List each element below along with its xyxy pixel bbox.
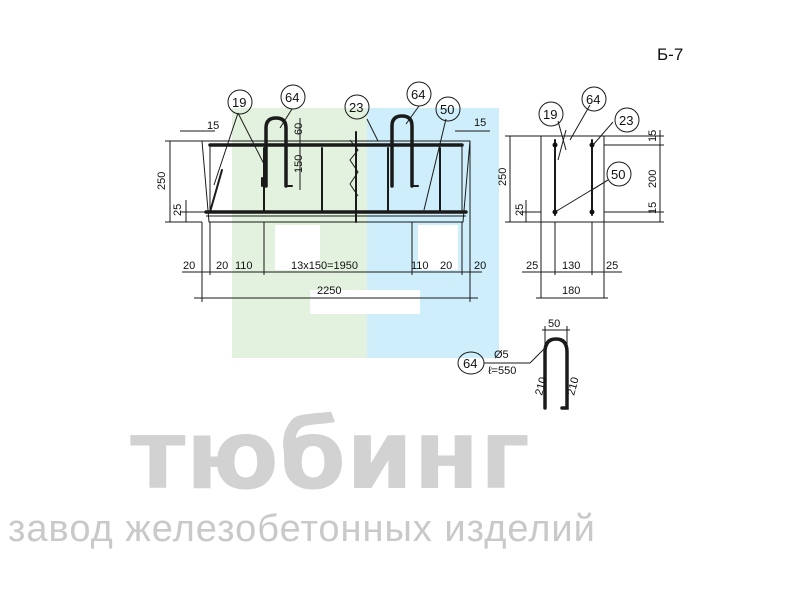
side-dim-bottom-left: 25 (514, 204, 526, 216)
detail-mark: 64 (463, 356, 477, 371)
hook-detail: 50 210 210 64 Ø5 ℓ=550 (457, 318, 582, 410)
dim-hook-length: 150 (293, 155, 305, 173)
side-callout-64: 64 (586, 92, 600, 107)
lift-loop-right (390, 114, 414, 188)
front-view: 15 15 250 25 60 150 20 20 110 13x150=195… (156, 81, 490, 302)
break-mark (349, 139, 359, 197)
callout-64: 64 (285, 90, 299, 105)
side-dim-row-3: 25 (606, 260, 618, 272)
dim-bottom-row-5: 110 (411, 260, 429, 272)
front-extension-lines (165, 118, 490, 302)
side-extension-lines (505, 135, 664, 298)
logo-white-cut (275, 225, 320, 270)
watermark-brand: тюбинг (130, 399, 530, 511)
side-dim-right-mid: 200 (647, 170, 659, 188)
side-dim-height: 250 (497, 168, 509, 186)
side-dimension-lines (509, 130, 661, 299)
beam-outline (201, 140, 471, 223)
dim-bottom-row-2: 20 (216, 260, 228, 272)
side-callout-50: 50 (611, 167, 625, 182)
logo-white-cut (418, 225, 458, 270)
dim-top-right: 15 (474, 117, 486, 129)
dim-height: 250 (156, 172, 168, 190)
side-dim-right-top: 15 (647, 130, 659, 142)
side-dim-total: 180 (562, 285, 580, 297)
side-dim-right-bottom: 15 (647, 202, 659, 214)
detail-leg-right: 210 (565, 376, 581, 397)
dim-hook-top: 60 (293, 123, 305, 135)
section-bar-dot (552, 142, 558, 148)
dim-top-left: 15 (207, 120, 219, 132)
dim-total: 2250 (317, 285, 341, 297)
end-bar-left (209, 169, 223, 213)
side-dim-row-2: 130 (562, 260, 580, 272)
front-dimension-lines (169, 118, 482, 299)
side-callout-23: 23 (619, 113, 633, 128)
side-callouts: 19 64 23 50 (538, 86, 640, 213)
dim-bottom-row-4: 13x150=1950 (291, 260, 358, 272)
lift-loop-left (264, 116, 288, 188)
detail-diameter: Ø5 (494, 349, 509, 361)
detail-leg-left: 210 (533, 376, 549, 397)
side-view: 250 25 15 200 15 25 130 25 180 19 64 23 … (497, 86, 664, 299)
callout-23: 23 (349, 100, 363, 115)
callout-19: 19 (232, 95, 246, 110)
callout-64-right: 64 (411, 87, 425, 102)
front-callouts: 19 64 23 64 50 (213, 81, 461, 211)
section-outline (540, 135, 605, 223)
lift-loop-left-tail (261, 177, 293, 187)
dim-bottom-left: 25 (172, 204, 184, 216)
side-dim-row-1: 25 (526, 260, 538, 272)
detail-width: 50 (548, 318, 560, 330)
logo-white-cut (310, 290, 420, 314)
dim-bottom-row-6: 20 (440, 260, 452, 272)
section-bar-dot (589, 209, 595, 215)
detail-length: ℓ=550 (488, 365, 516, 377)
dim-bottom-row-7: 20 (474, 260, 486, 272)
side-callout-19: 19 (543, 107, 557, 122)
dim-bottom-row-3: 110 (235, 260, 253, 272)
section-bar-dot (589, 142, 595, 148)
drawing-code: Б-7 (657, 45, 683, 64)
dim-bottom-row-1: 20 (183, 260, 195, 272)
hook-shape (543, 337, 569, 410)
watermark-tagline: завод железобетонных изделий (8, 508, 596, 550)
callout-50: 50 (440, 102, 454, 117)
